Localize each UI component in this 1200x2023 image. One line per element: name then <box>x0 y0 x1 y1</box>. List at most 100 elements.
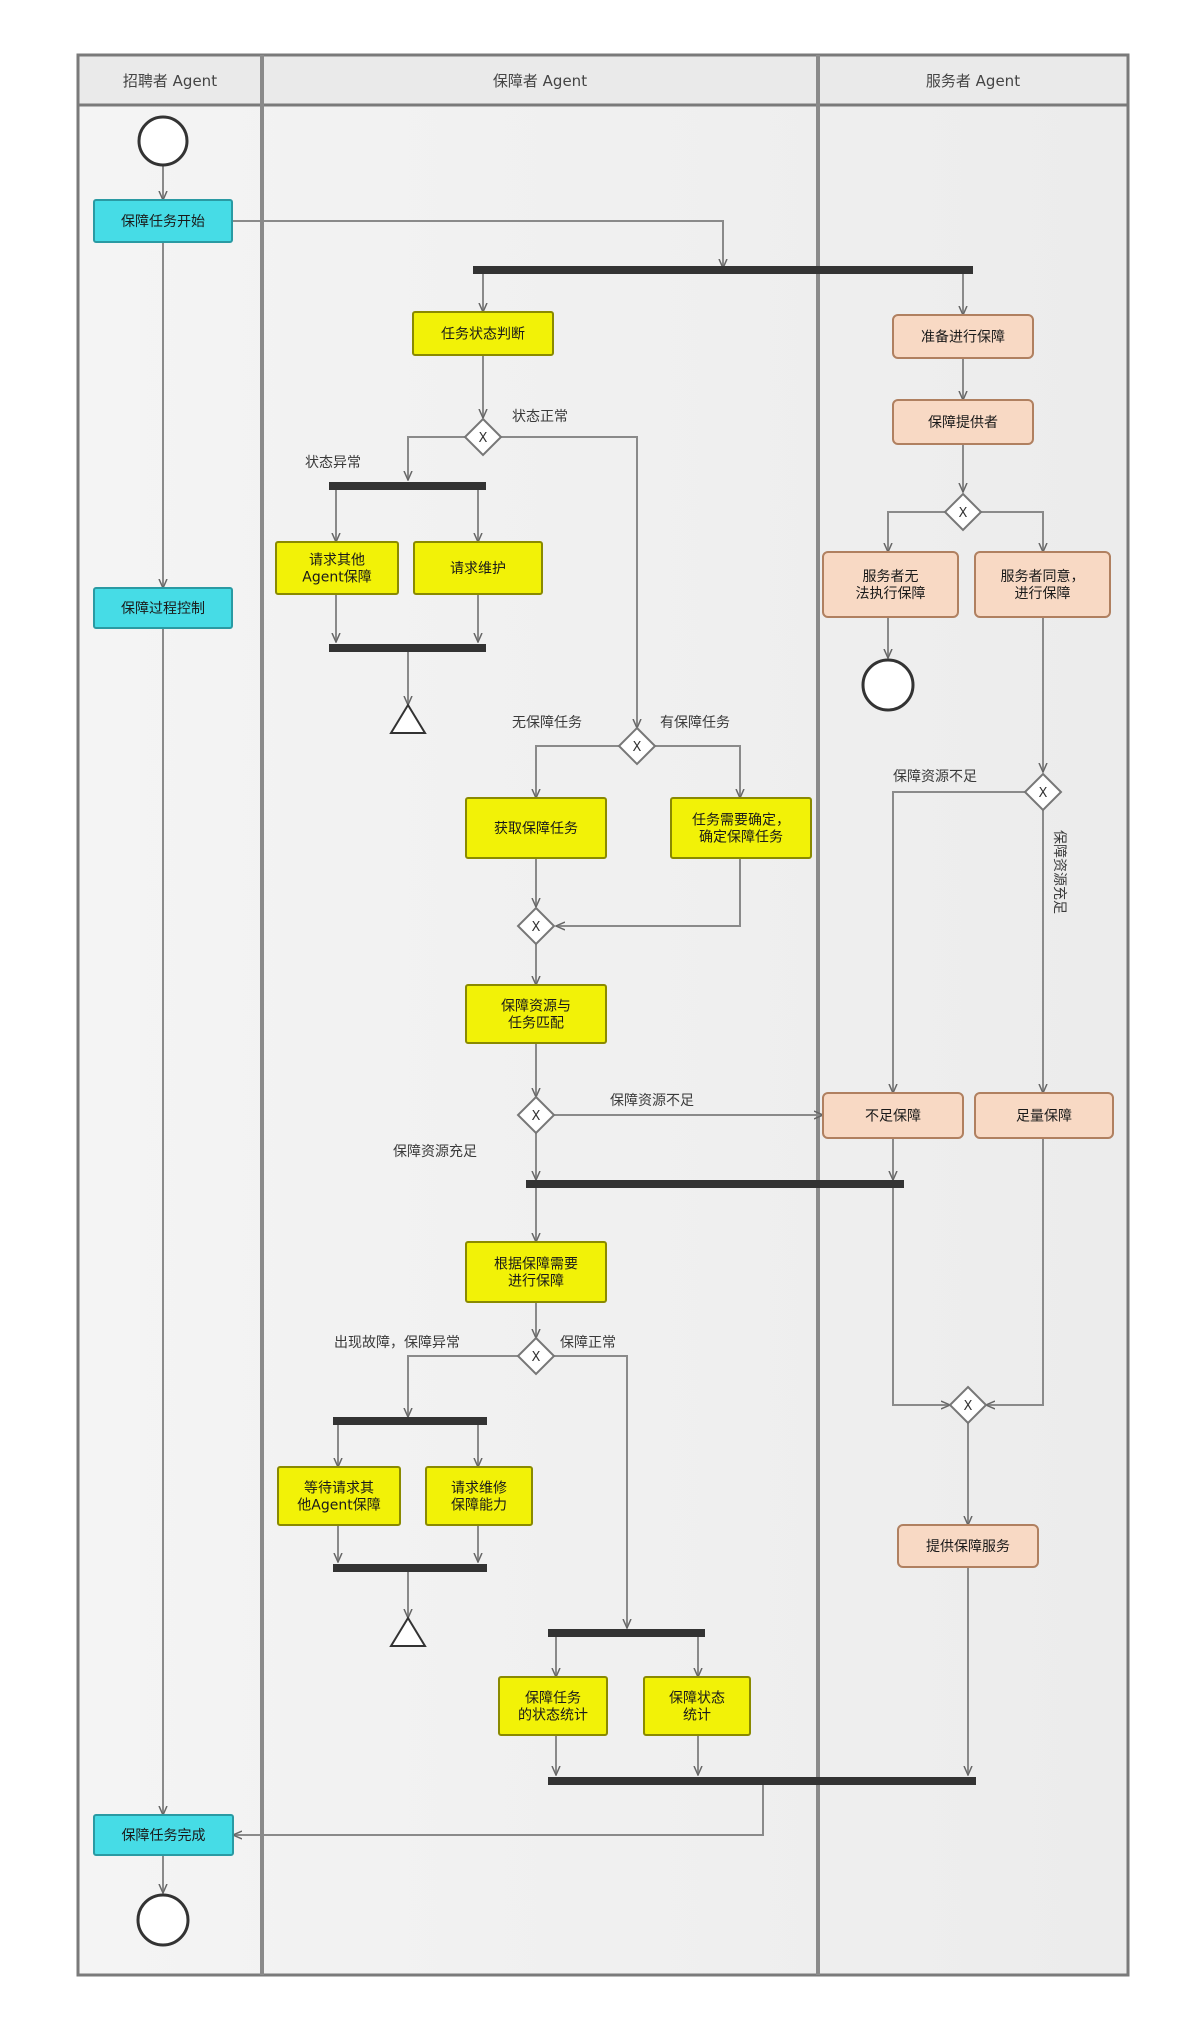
connectors <box>163 165 1043 1893</box>
node-box <box>498 1676 608 1736</box>
svg-text:X: X <box>1039 786 1048 801</box>
node-box <box>974 551 1111 618</box>
node-label: 保障提供者 <box>928 415 998 431</box>
gateway-provider: X <box>943 492 983 532</box>
node-label: 任务匹配 <box>508 1016 564 1032</box>
node-process-control: 保障过程控制 <box>93 587 233 629</box>
svg-text:X: X <box>532 1350 541 1365</box>
svg-text:X: X <box>633 740 642 755</box>
fork-bar-start <box>473 266 973 274</box>
gateway-task: X <box>617 726 657 766</box>
node-label: 服务者无 <box>863 569 919 585</box>
node-sufficient-support: 足量保障 <box>974 1092 1114 1139</box>
node-label: 根据保障需要 <box>494 1257 578 1273</box>
node-box <box>275 541 399 595</box>
label-res-sufficient-center: 保障资源充足 <box>393 1144 477 1160</box>
node-provide-service: 提供保障服务 <box>897 1524 1039 1568</box>
node-box <box>413 541 543 595</box>
svg-text:X: X <box>479 431 488 446</box>
end-node-right <box>861 658 915 712</box>
label-no-task: 无保障任务 <box>512 715 582 731</box>
node-label: 保障任务 <box>525 1691 581 1707</box>
node-box <box>892 314 1034 359</box>
label-maint-ok: 保障正常 <box>560 1335 616 1351</box>
node-label: 准备进行保障 <box>921 329 1005 346</box>
node-confirm-task: 任务需要确定，确定保障任务 <box>670 797 812 859</box>
lane-title-center: 保障者 Agent <box>493 72 587 90</box>
node-label: 确定保障任务 <box>699 830 783 846</box>
node-task-start: 保障任务开始 <box>93 199 233 243</box>
gateway-state: X <box>463 417 503 457</box>
end-node-left <box>136 1893 190 1947</box>
node-box <box>277 1466 401 1526</box>
node-label: 请求其他 <box>309 553 365 569</box>
node-label: 保障资源与 <box>501 999 571 1015</box>
fork-bar-abnormal <box>329 482 486 490</box>
node-box <box>465 984 607 1044</box>
node-label: 任务需要确定， <box>692 813 790 829</box>
start-node <box>137 115 189 167</box>
node-label: 保障任务完成 <box>122 1828 206 1844</box>
label-res-insufficient-right: 保障资源不足 <box>893 769 977 785</box>
node-label: 提供保障服务 <box>926 1539 1010 1555</box>
node-state-judge: 任务状态判断 <box>412 311 554 356</box>
node-get-task: 获取保障任务 <box>465 797 607 859</box>
fork-bar-fail <box>333 1417 487 1425</box>
node-box <box>425 1466 533 1526</box>
node-task-complete: 保障任务完成 <box>93 1814 234 1856</box>
label-state-abnormal: 状态异常 <box>305 455 361 471</box>
node-label: 请求维护 <box>450 561 506 577</box>
node-label: 保障能力 <box>451 1498 507 1514</box>
node-label: 保障过程控制 <box>121 601 205 617</box>
node-box <box>465 1241 607 1303</box>
flow-final-fail <box>389 1616 427 1647</box>
node-box <box>465 797 607 859</box>
gateway-merge-right: X <box>948 1385 988 1425</box>
lane-title-right: 服务者 Agent <box>926 72 1020 90</box>
node-label: 获取保障任务 <box>494 821 578 837</box>
node-insufficient-support: 不足保障 <box>822 1092 964 1139</box>
node-label: 保障状态 <box>669 1691 725 1707</box>
node-label: 他Agent保障 <box>297 1498 380 1514</box>
node-label: 的状态统计 <box>518 1708 588 1724</box>
node-provider: 保障提供者 <box>892 399 1034 445</box>
node-box <box>643 1676 751 1736</box>
join-bar-fail <box>333 1564 487 1572</box>
gateway-resource-right: X <box>1023 772 1063 812</box>
node-box <box>93 199 233 243</box>
node-label: 足量保障 <box>1016 1109 1072 1125</box>
label-state-ok: 状态正常 <box>512 409 568 425</box>
node-box <box>897 1524 1039 1568</box>
lane-title-left: 招聘者 Agent <box>123 72 217 90</box>
join-bar-abnormal <box>329 644 486 652</box>
gateway-merge-task: X <box>516 906 556 946</box>
terminals <box>136 115 915 1947</box>
node-label: 保障任务开始 <box>121 214 205 230</box>
node-label: 任务状态判断 <box>441 327 525 343</box>
node-box <box>892 399 1034 445</box>
node-label: 服务者同意， <box>1001 568 1085 585</box>
join-bar-final <box>548 1777 976 1785</box>
edge-labels: 状态正常 状态异常 无保障任务 有保障任务 保障资源不足 保障资源充足 保障资源… <box>305 409 1067 1351</box>
label-maint-fail: 出现故障，保障异常 <box>334 1335 460 1351</box>
node-request-maintenance: 请求维护 <box>413 541 543 595</box>
node-agree-support: 服务者同意，进行保障 <box>974 551 1111 618</box>
gateway-resource-center: X <box>516 1095 556 1135</box>
activity-nodes: 保障任务开始 保障过程控制 保障任务完成 任务状态判断 请求其他Agent保障 … <box>93 199 1114 1856</box>
node-label: 请求维修 <box>451 1481 507 1497</box>
node-label: 不足保障 <box>865 1109 921 1125</box>
join-bar-resource <box>526 1180 904 1188</box>
node-box <box>412 311 554 356</box>
node-box <box>93 1814 234 1856</box>
label-has-task: 有保障任务 <box>660 715 730 731</box>
node-prepare-support: 准备进行保障 <box>892 314 1034 359</box>
node-box <box>670 797 812 859</box>
